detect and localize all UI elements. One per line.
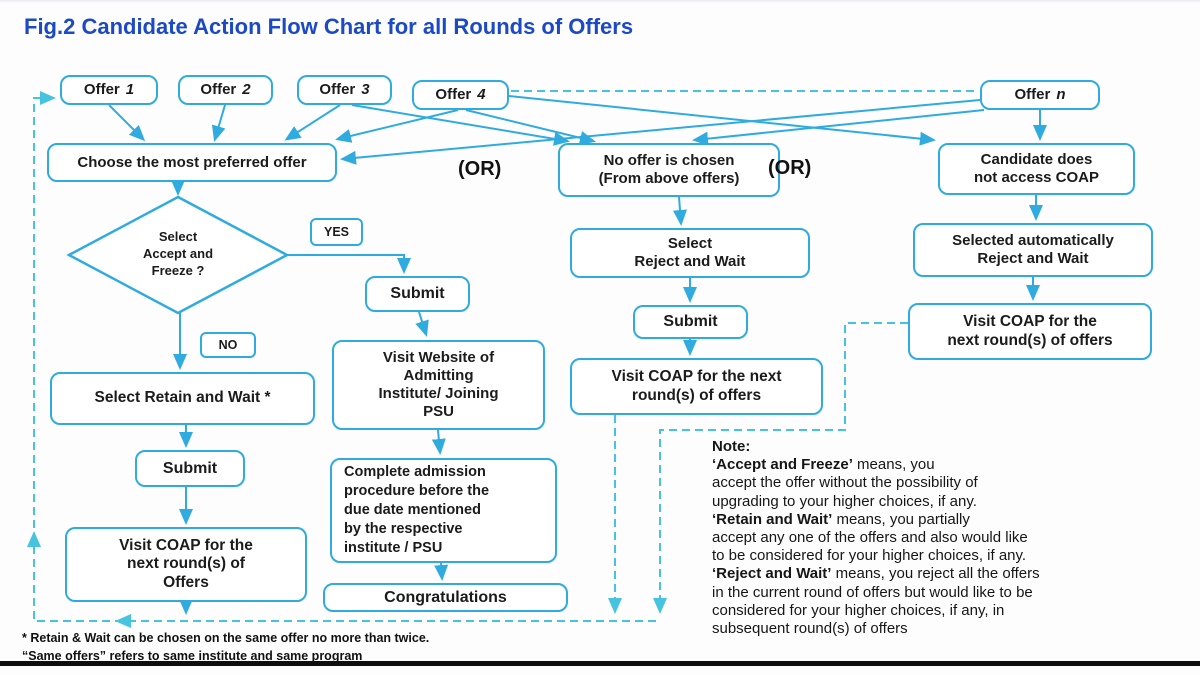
offer-number: 3 (361, 81, 370, 98)
yes-label: YES (310, 218, 363, 246)
no-label: NO (200, 332, 256, 358)
note-line: upgrading to your higher choices, if any… (712, 492, 977, 510)
node-submit-no: Submit (135, 450, 245, 487)
node-complete-admission: Complete admission procedure before the … (330, 458, 557, 563)
node-visit-coap-left: Visit COAP for the next round(s) of Offe… (65, 527, 307, 602)
node-selected-auto-reject-wait: Selected automatically Reject and Wait (913, 223, 1153, 277)
offer-number: 4 (477, 86, 486, 103)
note-line: Note: (712, 438, 751, 455)
node-visit-website-institute: Visit Website of Admitting Institute/ Jo… (332, 340, 545, 430)
or-label-2: (OR) (768, 157, 812, 179)
node-visit-coap-right: Visit COAP for the next round(s) of offe… (908, 303, 1152, 360)
decision-diamond (66, 195, 290, 315)
dashed-loop-connectors (27, 90, 977, 628)
node-submit-mid: Submit (633, 305, 748, 339)
footnotes: * Retain & Wait can be chosen on the sam… (22, 629, 429, 665)
node-offer-3: Offer 3 (297, 75, 392, 105)
note-line: ‘Accept and Freeze’ means, you (712, 456, 935, 474)
note-line: ‘Reject and Wait’ means, you reject all … (712, 565, 1040, 583)
offer-word: Offer (83, 81, 120, 98)
node-visit-coap-mid: Visit COAP for the next round(s) of offe… (570, 358, 823, 415)
node-select-retain-wait: Select Retain and Wait * (50, 372, 315, 425)
footnote-same-offers: “Same offers” refers to same institute a… (22, 649, 363, 664)
offer-number: 1 (125, 81, 135, 98)
offer-word: Offer (1014, 86, 1051, 103)
note-block: Note: ‘Accept and Freeze’ means, you acc… (712, 438, 1192, 638)
offer-number: 2 (242, 81, 251, 98)
offer-number: n (1056, 86, 1066, 103)
node-no-offer-chosen: No offer is chosen (From above offers) (558, 143, 780, 197)
node-offer-2: Offer 2 (178, 75, 273, 105)
note-line: accept any one of the offers and also wo… (712, 529, 1028, 547)
or-label-1: (OR) (458, 158, 502, 180)
note-line: considered for your higher choices, if a… (712, 601, 1005, 619)
note-line: in the current round of offers but would… (712, 583, 1033, 601)
offer-word: Offer (200, 81, 237, 98)
note-line: to be considered for your higher choices… (712, 547, 1027, 565)
note-line: subsequent round(s) of offers (712, 620, 908, 638)
node-offer-1: Offer 1 (60, 75, 158, 105)
node-choose-preferred-offer: Choose the most preferred offer (47, 143, 337, 182)
node-select-reject-wait: Select Reject and Wait (570, 228, 810, 278)
node-candidate-no-access: Candidate does not access COAP (938, 143, 1135, 195)
node-submit-yes: Submit (365, 276, 470, 312)
offer-word: Offer (435, 86, 472, 103)
note-line: accept the offer without the possibility… (712, 474, 978, 492)
figure-title: Fig.2 Candidate Action Flow Chart for al… (24, 14, 634, 39)
decision-label: Select Accept and Freeze ? (142, 229, 214, 278)
footnote-retain-wait: * Retain & Wait can be chosen on the sam… (22, 631, 430, 645)
solid-flow-connectors (108, 95, 1047, 615)
offer-word: Offer (319, 81, 356, 98)
node-offer-4: Offer 4 (412, 80, 509, 110)
top-edge-divider (0, 0, 1200, 3)
node-congratulations: Congratulations (323, 583, 568, 612)
bottom-edge-bar (0, 661, 1200, 666)
note-line: ‘Retain and Wait’ means, you partially (712, 510, 970, 528)
